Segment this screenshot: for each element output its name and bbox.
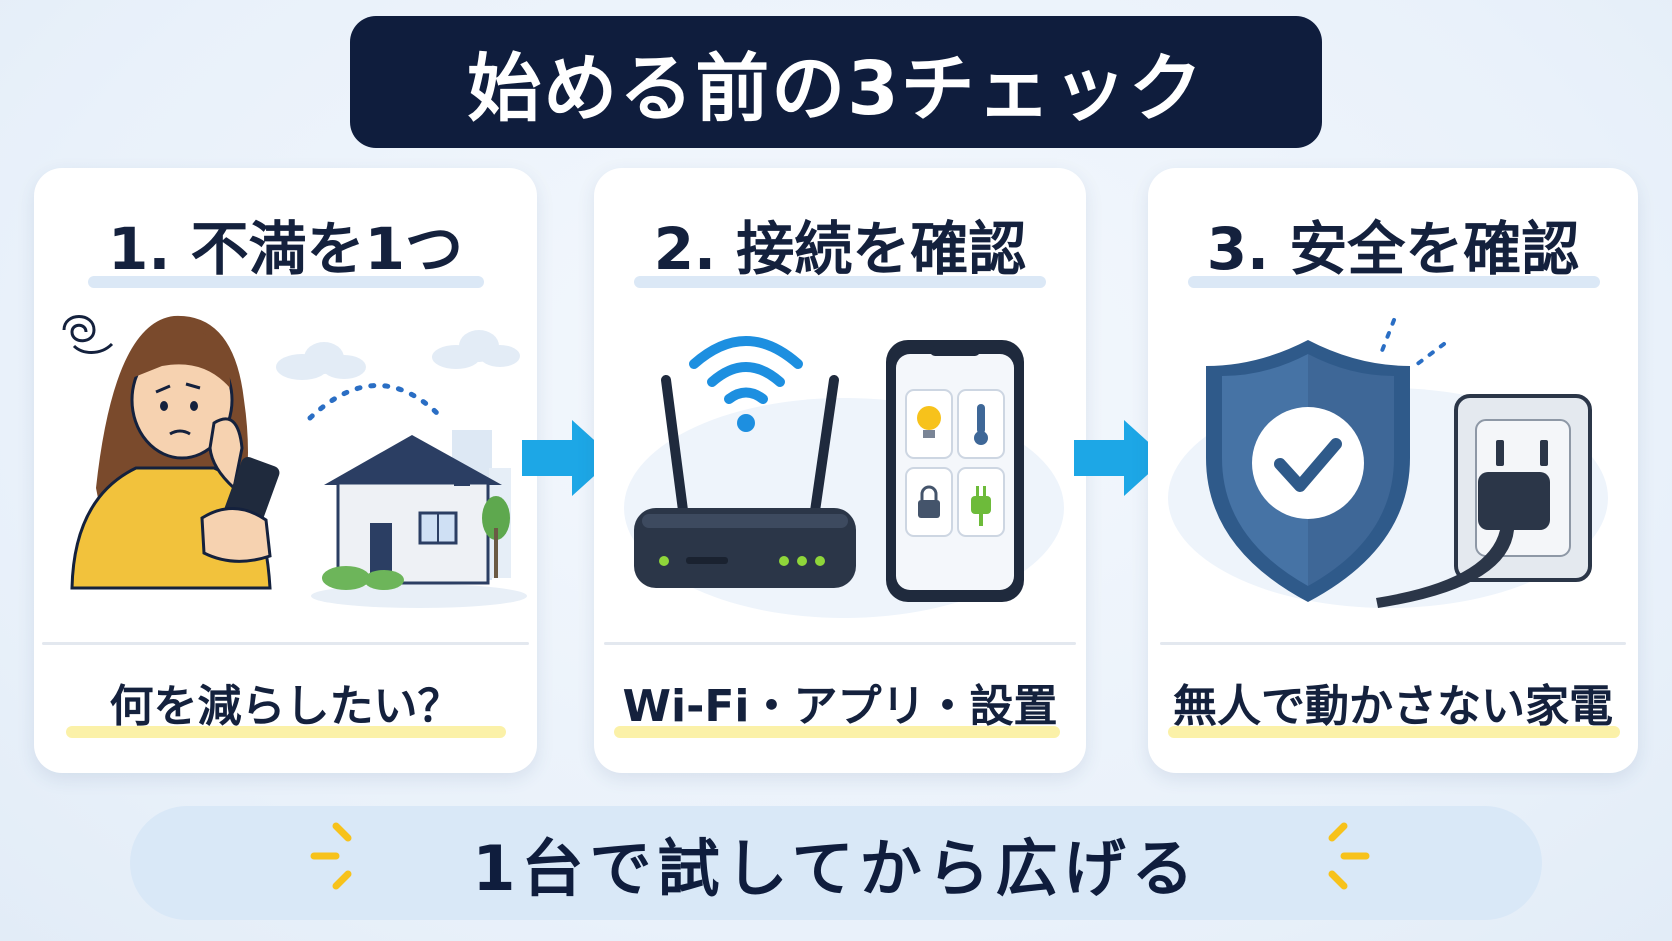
cloud-icon <box>276 330 520 380</box>
arrow-right-icon <box>522 420 614 496</box>
sparkle-left-icon <box>310 822 352 890</box>
thermometer-icon <box>977 404 985 434</box>
card-2-divider <box>604 642 1076 645</box>
card-2-heading: 2. 接続を確認 <box>653 215 1027 283</box>
card-3-heading: 3. 安全を確認 <box>1206 215 1580 283</box>
wifi-icon <box>689 336 803 404</box>
sparkle-right-icon <box>1328 822 1370 890</box>
card-1-caption-highlight <box>66 726 506 738</box>
card-1: 1. 不満を1つ <box>34 168 537 773</box>
card-1-heading: 1. 不満を1つ <box>108 215 463 283</box>
card-1-heading-underline <box>88 276 484 288</box>
shield-and-outlet-illustration <box>1168 318 1608 608</box>
smartphone-app-icon <box>886 340 1024 602</box>
title-banner: 始める前の3チェック <box>350 16 1322 148</box>
card-2-heading-underline <box>634 276 1046 288</box>
swirl-icon <box>62 315 114 354</box>
footer-text: 1台で試してから広げる <box>472 832 1200 905</box>
card-3-divider <box>1160 642 1626 645</box>
bottom-banner: 1台で試してから広げる <box>130 806 1542 920</box>
frustrated-person-illustration <box>62 315 527 608</box>
card-2: 2. 接続を確認 <box>594 168 1086 773</box>
card-3-heading-underline <box>1188 276 1600 288</box>
arrow-right-icon <box>1074 420 1166 496</box>
card-2-caption-highlight <box>614 726 1060 738</box>
card-2-caption: Wi-Fi・アプリ・設置 <box>622 681 1058 732</box>
lock-icon <box>918 500 940 518</box>
shield-check-icon <box>1206 340 1410 602</box>
router-and-phone-illustration <box>624 336 1064 618</box>
page-title: 始める前の3チェック <box>467 45 1205 132</box>
card-3: 3. 安全を確認 無人で動かさない家電 <box>1148 168 1638 773</box>
house-icon <box>324 435 502 585</box>
person-figure <box>70 315 280 590</box>
card-1-divider <box>42 642 529 645</box>
card-3-caption-highlight <box>1168 726 1620 738</box>
power-plug-icon <box>1376 472 1550 608</box>
card-1-caption: 何を減らしたい？ <box>109 681 462 732</box>
router-icon <box>634 375 856 588</box>
plug-icon <box>971 496 991 514</box>
lightbulb-icon <box>917 406 941 430</box>
card-3-caption: 無人で動かさない家電 <box>1173 681 1613 732</box>
